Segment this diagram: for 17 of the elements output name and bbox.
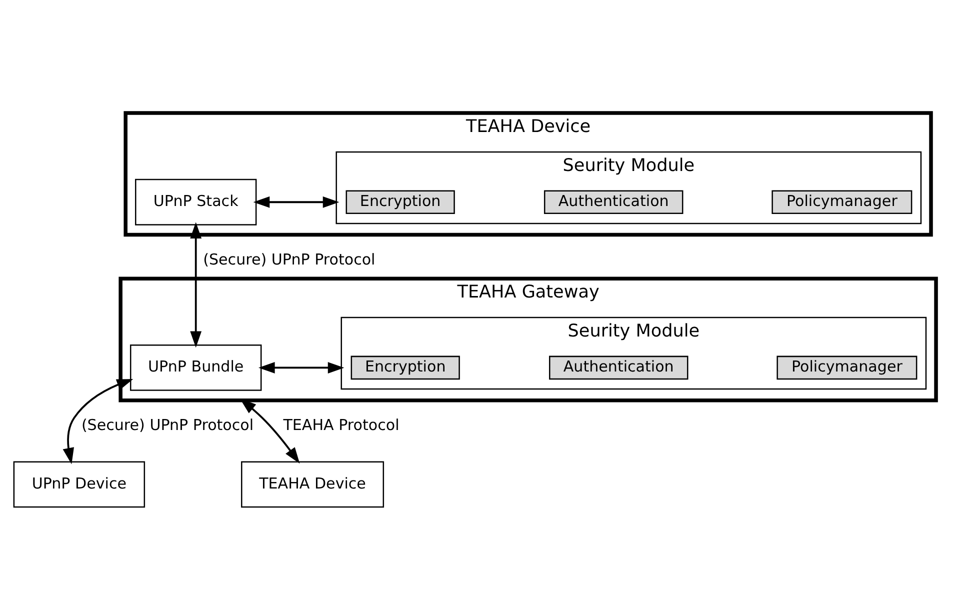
node-box: Authentication	[544, 190, 684, 214]
node-box: Authentication	[549, 356, 688, 380]
edge-label: TEAHA Protocol	[283, 416, 400, 434]
arrow	[190, 222, 202, 348]
node-box: Encryption	[350, 356, 460, 380]
node-box: Policymanager	[772, 190, 912, 214]
arrow	[253, 196, 340, 208]
edge-label: (Secure) UPnP Protocol	[203, 250, 376, 268]
arrow	[62, 379, 134, 464]
node-box: Encryption	[346, 190, 455, 214]
node-box: UPnP Device	[13, 461, 146, 508]
node-box: UPnP Bundle	[130, 344, 262, 391]
node-box: Policymanager	[776, 356, 918, 380]
node-box: UPnP Stack	[135, 178, 257, 226]
arrow	[258, 362, 344, 374]
node-box: TEAHA Device	[241, 461, 384, 508]
edge-label: (Secure) UPnP Protocol	[81, 416, 254, 434]
